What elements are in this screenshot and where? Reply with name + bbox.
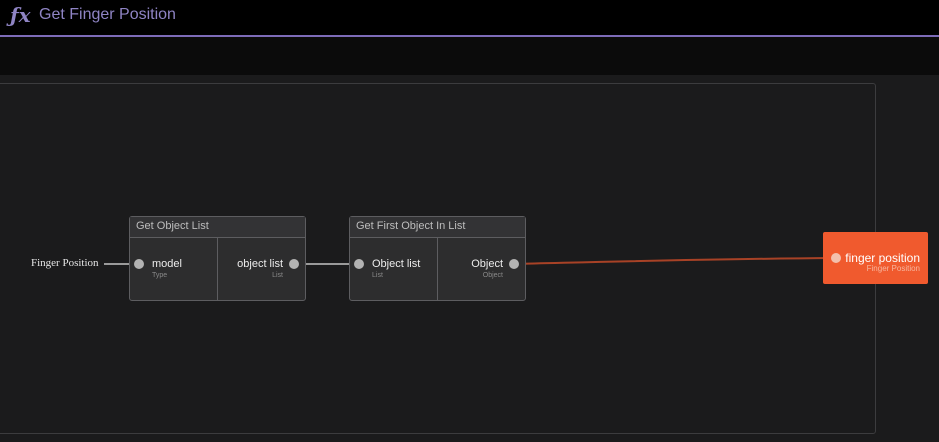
node-header: Get Object List xyxy=(130,217,305,238)
fx-icon: ƒx xyxy=(10,3,31,27)
input-port-type: List xyxy=(372,272,383,279)
node-title: Get First Object In List xyxy=(356,220,466,232)
output-node-finger-position[interactable]: finger position Finger Position xyxy=(823,232,928,284)
output-port-type: Object xyxy=(482,272,503,279)
input-port-dot[interactable] xyxy=(354,259,364,269)
node-get-object-list[interactable]: Get Object List model Type object list L… xyxy=(129,216,306,301)
output-node-label: finger position xyxy=(845,251,920,265)
page-title: Get Finger Position xyxy=(39,6,176,23)
output-port-label: object list xyxy=(237,258,283,270)
header-bar: ƒx Get Finger Position xyxy=(0,0,939,37)
output-port-type: List xyxy=(272,272,283,279)
node-header: Get First Object In List xyxy=(350,217,525,238)
node-title: Get Object List xyxy=(136,220,209,232)
output-port-label: Object xyxy=(471,258,503,270)
graph-input-label: Finger Position xyxy=(31,257,99,269)
input-port-label: model xyxy=(152,258,182,270)
input-port-type: Type xyxy=(152,272,168,279)
node-divider xyxy=(217,238,218,300)
input-port-label: Object list xyxy=(372,258,421,270)
node-divider xyxy=(437,238,438,300)
output-node-type: Finger Position xyxy=(866,264,920,273)
output-port-dot[interactable] xyxy=(509,259,519,269)
input-port-dot[interactable] xyxy=(134,259,144,269)
toolbar xyxy=(0,37,939,75)
node-get-first-object-in-list[interactable]: Get First Object In List Object list Lis… xyxy=(349,216,526,301)
output-node-port-dot[interactable] xyxy=(831,253,841,263)
output-port-dot[interactable] xyxy=(289,259,299,269)
